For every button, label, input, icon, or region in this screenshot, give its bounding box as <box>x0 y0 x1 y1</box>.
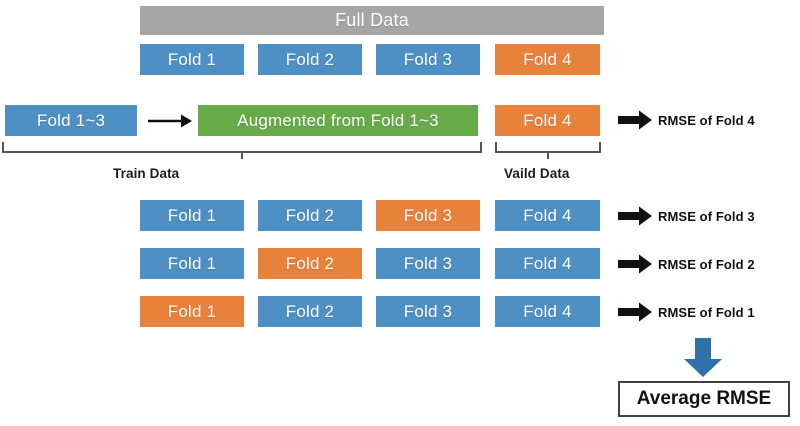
cv-row-0-fold-3: Fold 3 <box>376 200 480 231</box>
cv-row-0-fold-2: Fold 2 <box>258 200 362 231</box>
train-data-caption: Train Data <box>113 166 180 181</box>
cv-row-2-fold-3: Fold 3 <box>376 296 480 327</box>
full-data-bar: Full Data <box>140 6 604 35</box>
rmse-label-fold2: RMSE of Fold 2 <box>658 257 755 272</box>
fold-box-top-2: Fold 2 <box>258 44 362 75</box>
rmse-arrow-icon-fold2 <box>618 254 652 274</box>
average-rmse-box: Average RMSE <box>618 381 790 417</box>
rmse-label-fold3: RMSE of Fold 3 <box>658 209 755 224</box>
augmented-data-box: Augmented from Fold 1~3 <box>198 105 478 136</box>
valid-data-brace <box>495 142 601 159</box>
rmse-arrow-icon-fold1 <box>618 302 652 322</box>
average-down-arrow-icon <box>684 338 722 377</box>
cv-row-2-fold-4: Fold 4 <box>495 296 600 327</box>
cv-row-1-fold-3: Fold 3 <box>376 248 480 279</box>
rmse-arrow-icon-fold4 <box>618 110 652 130</box>
rmse-label-fold1: RMSE of Fold 1 <box>658 305 755 320</box>
cv-row-2-fold-2: Fold 2 <box>258 296 362 327</box>
augment-arrow-icon <box>148 114 192 128</box>
train-data-brace <box>2 142 482 159</box>
augment-valid-box: Fold 4 <box>495 105 600 136</box>
cv-row-1-fold-1: Fold 1 <box>140 248 244 279</box>
cv-row-0-fold-1: Fold 1 <box>140 200 244 231</box>
cv-row-0-fold-4: Fold 4 <box>495 200 600 231</box>
fold-box-top-3: Fold 3 <box>376 44 480 75</box>
cv-row-2-fold-1: Fold 1 <box>140 296 244 327</box>
valid-data-caption: Vaild Data <box>504 166 570 181</box>
cv-row-1-fold-4: Fold 4 <box>495 248 600 279</box>
cv-row-1-fold-2: Fold 2 <box>258 248 362 279</box>
fold-box-top-4: Fold 4 <box>495 44 600 75</box>
rmse-label-fold4: RMSE of Fold 4 <box>658 113 755 128</box>
augment-source-box: Fold 1~3 <box>5 105 137 136</box>
rmse-arrow-icon-fold3 <box>618 206 652 226</box>
fold-box-top-1: Fold 1 <box>140 44 244 75</box>
